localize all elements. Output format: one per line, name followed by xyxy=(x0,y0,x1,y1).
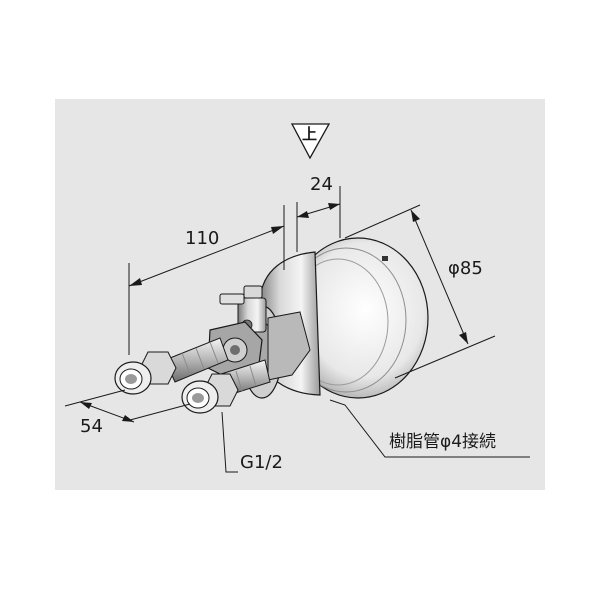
spacing-dimension-label: 54 xyxy=(80,416,103,437)
length-dimension-label: 110 xyxy=(185,228,220,249)
depth-dimension-label: 24 xyxy=(310,174,333,195)
dimension-110 xyxy=(128,205,285,355)
diameter-dimension-label: φ85 xyxy=(448,258,483,279)
up-marker-label: 上 xyxy=(302,125,318,143)
dimension-54 xyxy=(64,389,191,423)
leader-tube xyxy=(329,399,530,458)
flange xyxy=(285,237,429,399)
tube-connection-label: 樹脂管φ4接続 xyxy=(389,432,497,452)
up-marker-triangle xyxy=(290,123,331,160)
dimension-24 xyxy=(296,186,341,252)
lower-nut xyxy=(181,373,239,414)
dimension-phi85 xyxy=(344,204,496,379)
leader-g12 xyxy=(221,411,238,473)
thread-size-label: G1/2 xyxy=(240,452,283,473)
upper-nut xyxy=(114,351,177,395)
